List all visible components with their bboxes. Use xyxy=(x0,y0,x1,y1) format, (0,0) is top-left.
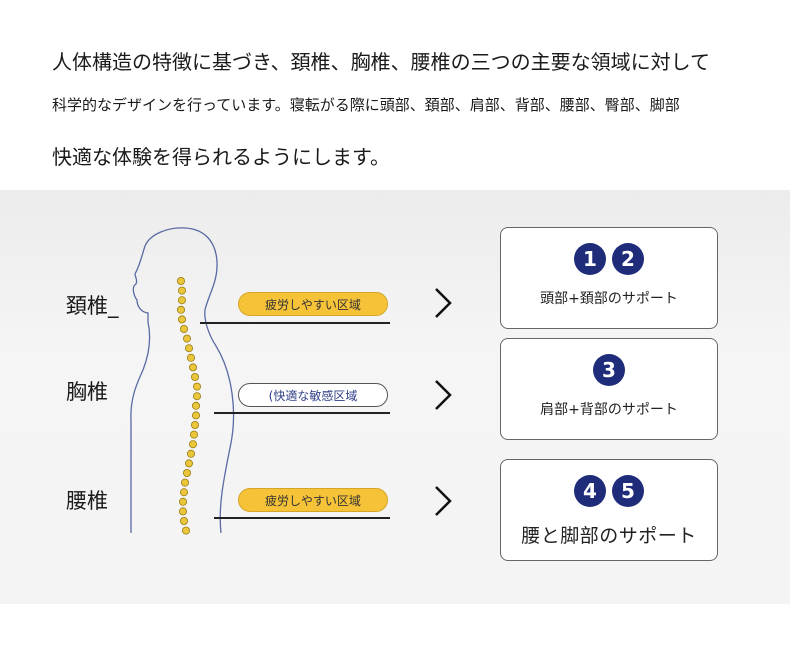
vertebra xyxy=(177,315,186,324)
vertebra xyxy=(176,305,185,314)
region-label-cervical: 頚椎_ xyxy=(66,294,119,318)
vertebra xyxy=(192,392,201,401)
vertebra xyxy=(182,334,191,343)
vertebra xyxy=(179,324,188,333)
vertebra xyxy=(182,468,191,477)
vertebra xyxy=(186,449,195,458)
vertebra xyxy=(192,382,201,391)
vertebra xyxy=(181,526,190,535)
support-card-head-neck: 1 2 頭部+頚部のサポート xyxy=(500,227,718,329)
vertebra xyxy=(177,296,186,305)
support-card-text: 頭部+頚部のサポート xyxy=(540,291,678,307)
chevron-right-icon xyxy=(435,288,452,318)
vertebra xyxy=(179,488,188,497)
vertebra xyxy=(184,459,193,468)
vertebra xyxy=(190,420,199,429)
intro-line-3: 快適な体験を得られるようにします。 xyxy=(52,145,390,169)
vertebra xyxy=(191,401,200,410)
vertebra xyxy=(186,353,195,362)
vertebra xyxy=(178,507,187,516)
number-badge-2: 2 xyxy=(612,243,644,275)
vertebra xyxy=(179,517,188,526)
vertebra xyxy=(189,430,198,439)
vertebra xyxy=(184,344,193,353)
number-badge-3: 3 xyxy=(593,354,625,386)
region-tag-thoracic: (快適な敏感区域 xyxy=(238,383,388,407)
vertebra xyxy=(178,497,187,506)
number-badge-1: 1 xyxy=(574,243,606,275)
vertebra xyxy=(188,440,197,449)
number-badge-5: 5 xyxy=(612,475,644,507)
intro-line-1: 人体構造の特徴に基づき、頚椎、胸椎、腰椎の三つの主要な領域に対して xyxy=(52,50,710,74)
vertebra xyxy=(180,478,189,487)
number-badge-4: 4 xyxy=(574,475,606,507)
region-tag-cervical: 疲労しやすい区域 xyxy=(238,292,388,316)
vertebra xyxy=(188,363,197,372)
vertebra xyxy=(176,276,185,285)
pointer-line-cervical xyxy=(200,322,390,324)
region-tag-lumbar: 疲労しやすい区域 xyxy=(238,488,388,512)
vertebra xyxy=(177,286,186,295)
spine xyxy=(176,276,201,535)
support-card-text: 肩部+背部のサポート xyxy=(540,402,678,418)
chevron-right-icon xyxy=(435,380,452,410)
chevron-right-icon xyxy=(435,486,452,516)
pointer-line-thoracic xyxy=(214,412,390,414)
pointer-line-lumbar xyxy=(214,517,390,519)
vertebra xyxy=(191,411,200,420)
support-card-waist-legs: 4 5 腰と脚部のサポート xyxy=(500,459,718,561)
intro-line-2: 科学的なデザインを行っています。寝転がる際に頭部、頚部、肩部、背部、腰部、臀部、… xyxy=(52,96,680,114)
support-card-text: 腰と脚部のサポート xyxy=(521,525,697,547)
support-card-shoulder-back: 3 肩部+背部のサポート xyxy=(500,338,718,440)
vertebra xyxy=(190,372,199,381)
region-label-lumbar: 腰椎 xyxy=(66,489,108,513)
region-label-thoracic: 胸椎 xyxy=(66,380,108,404)
